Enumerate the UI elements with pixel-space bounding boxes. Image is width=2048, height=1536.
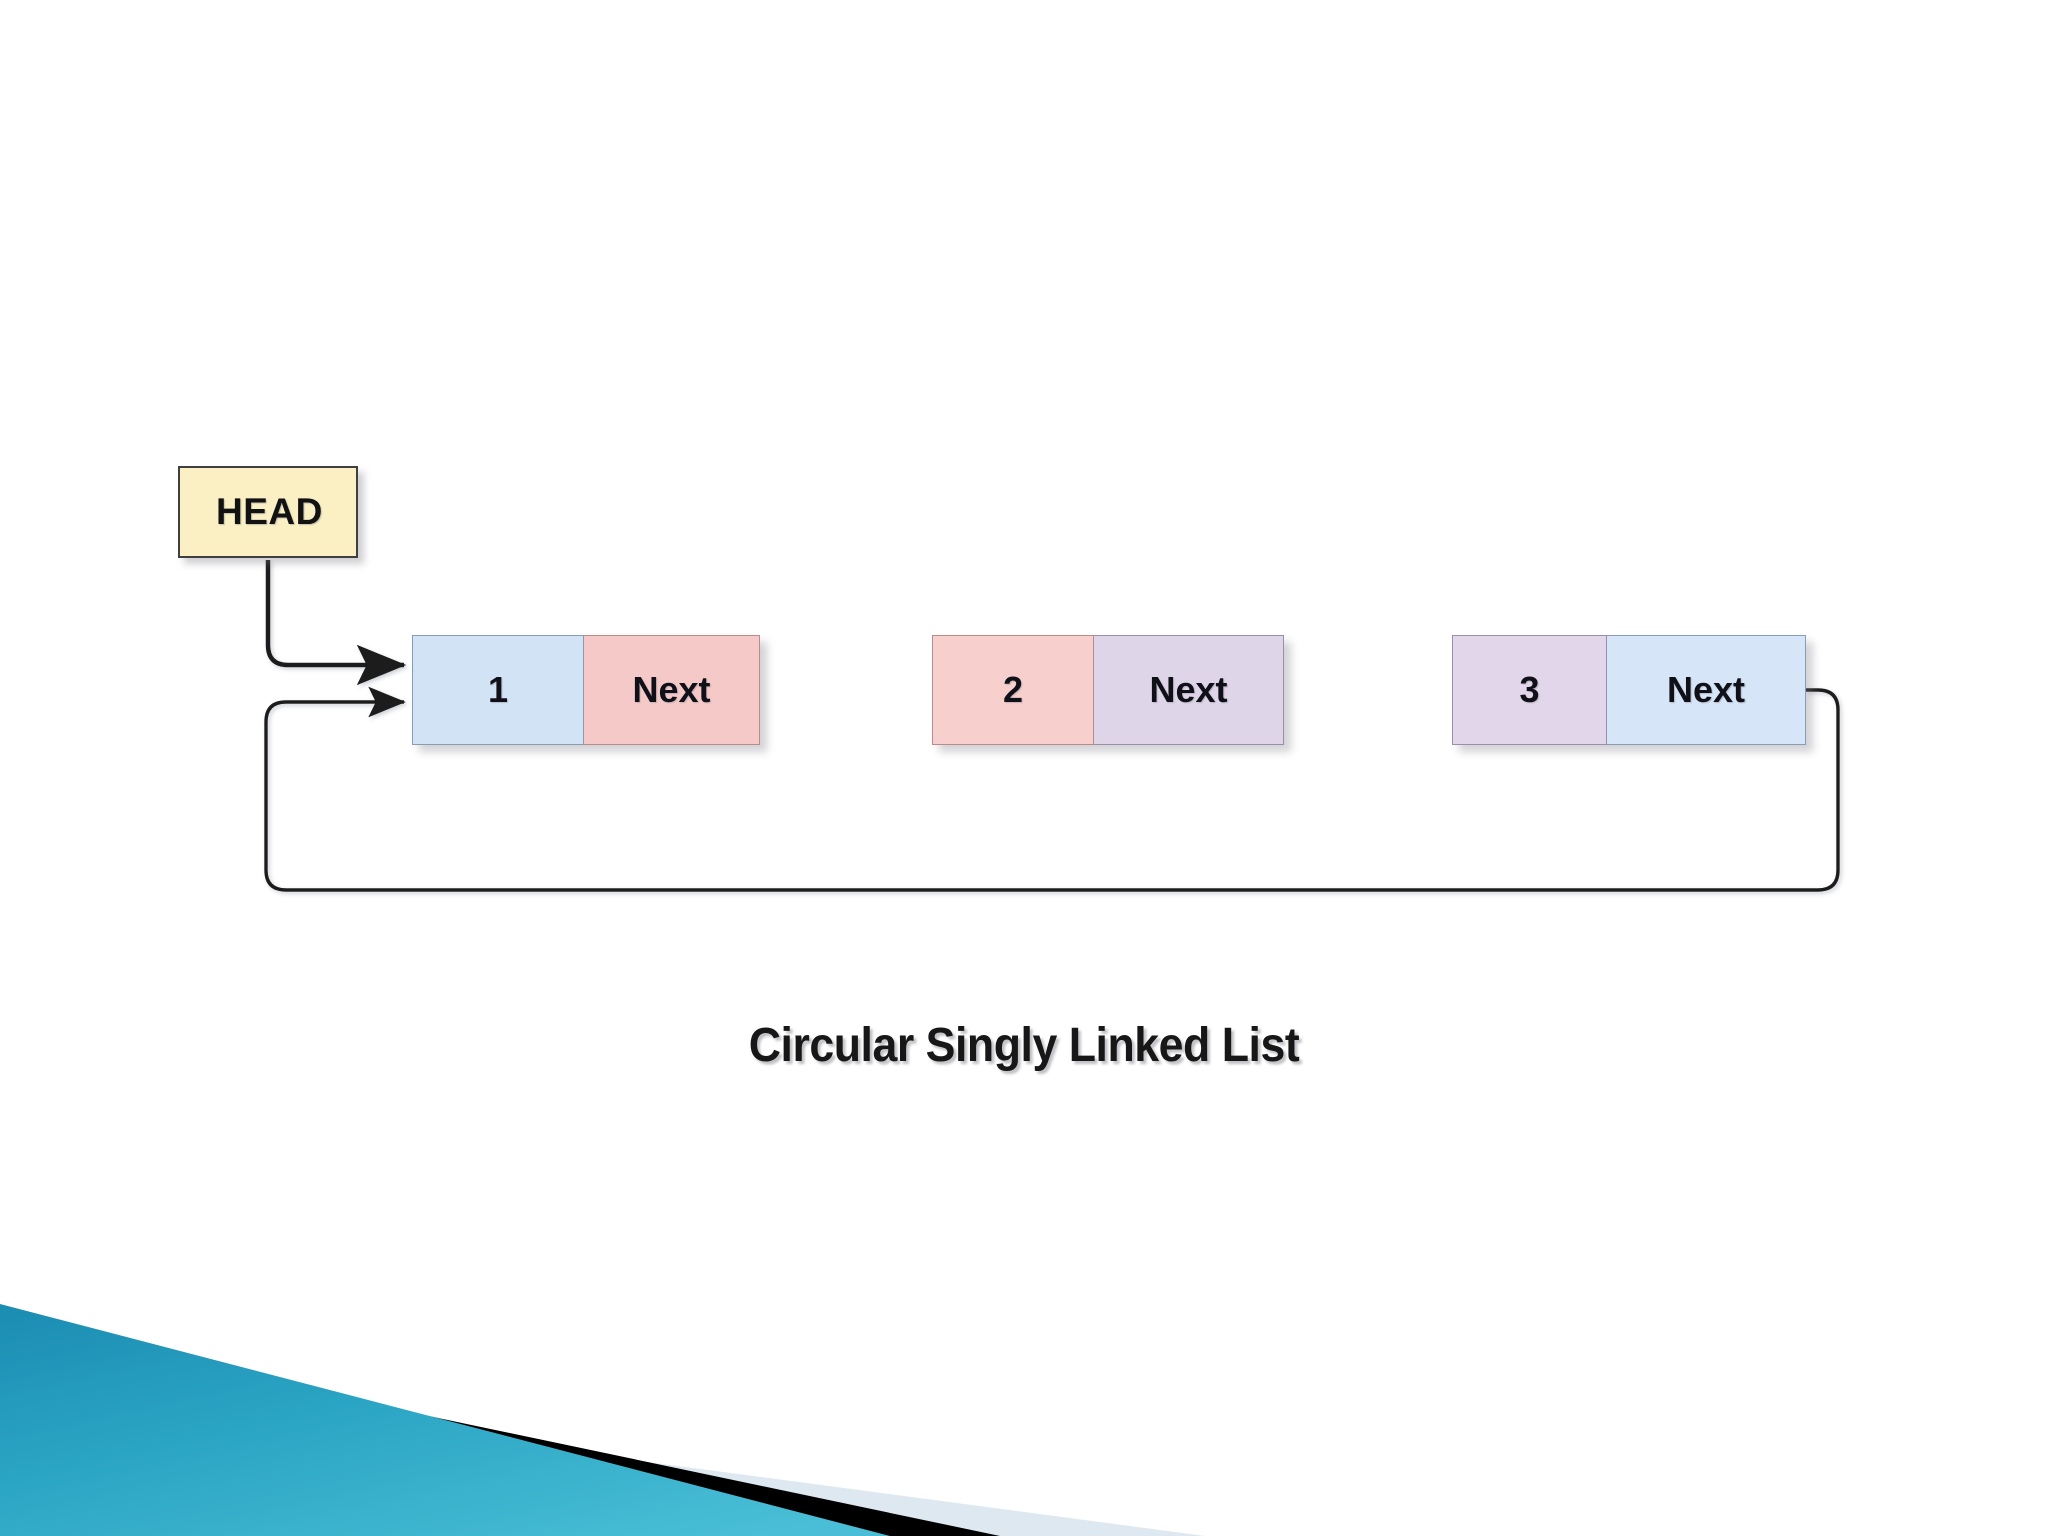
node-2-data-cell: 2 — [932, 635, 1094, 745]
node-3-data-cell: 3 — [1452, 635, 1607, 745]
head-label: HEAD — [216, 491, 323, 532]
connector-node3-to-node1-loop — [264, 686, 1840, 892]
list-node-3: 3 Next — [1452, 635, 1806, 745]
list-node-1: 1 Next — [412, 635, 760, 745]
connector-head-to-node1 — [265, 560, 407, 686]
node-3-data-value: 3 — [1519, 669, 1540, 710]
head-pointer-box: HEAD — [178, 466, 358, 558]
node-2-data-value: 2 — [1002, 669, 1024, 710]
list-node-2: 2 Next — [932, 635, 1284, 745]
node-1-data-cell: 1 — [412, 635, 584, 745]
node-1-data-value: 1 — [487, 669, 509, 710]
node-2-next-label: Next — [1149, 669, 1228, 710]
diagram-caption: Circular Singly Linked List — [748, 1019, 1300, 1072]
node-1-next-label: Next — [632, 669, 711, 710]
node-3-next-cell: Next — [1607, 635, 1806, 745]
node-3-next-label: Next — [1666, 669, 1746, 710]
node-2-next-cell: Next — [1094, 635, 1284, 745]
node-1-next-cell: Next — [584, 635, 760, 745]
